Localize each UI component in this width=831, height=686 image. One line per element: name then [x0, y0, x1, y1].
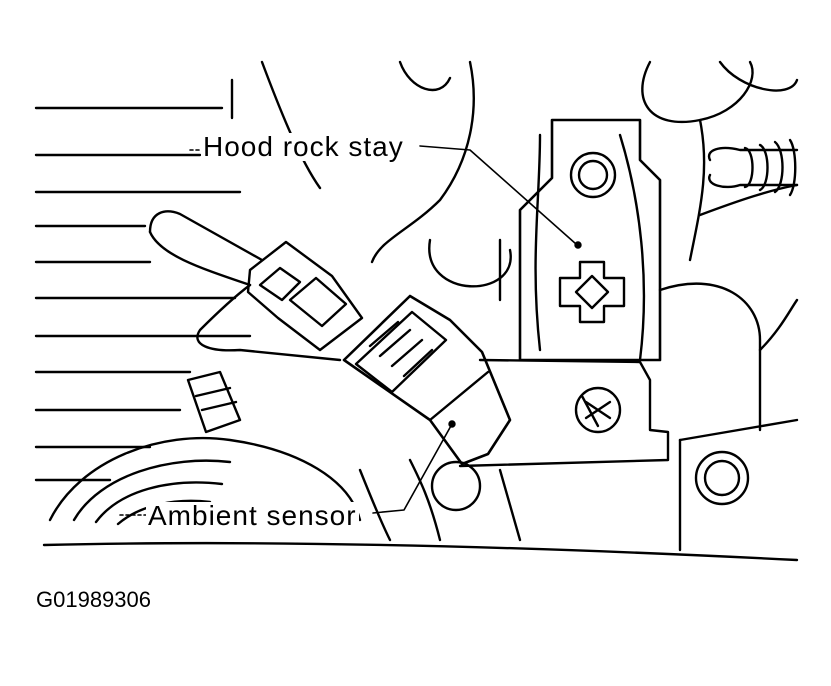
hose-clamp [50, 372, 360, 524]
figure-code: G01989306 [36, 587, 151, 612]
sensor-bracket [460, 360, 668, 466]
ambient-sensor-body [344, 296, 510, 464]
hinge-spring [709, 140, 797, 195]
upper-body-structure [232, 62, 797, 350]
background-hatch-lines [36, 108, 250, 480]
lower-frame [429, 240, 797, 550]
hood-rock-stay-plate [520, 120, 660, 360]
bumper-edge [44, 460, 797, 560]
hood-rock-stay-label: Hood rock stay [201, 131, 406, 162]
leader-lines [120, 146, 576, 515]
harness-connector [150, 211, 362, 360]
ambient-sensor-label: Ambient sensor [146, 500, 359, 531]
